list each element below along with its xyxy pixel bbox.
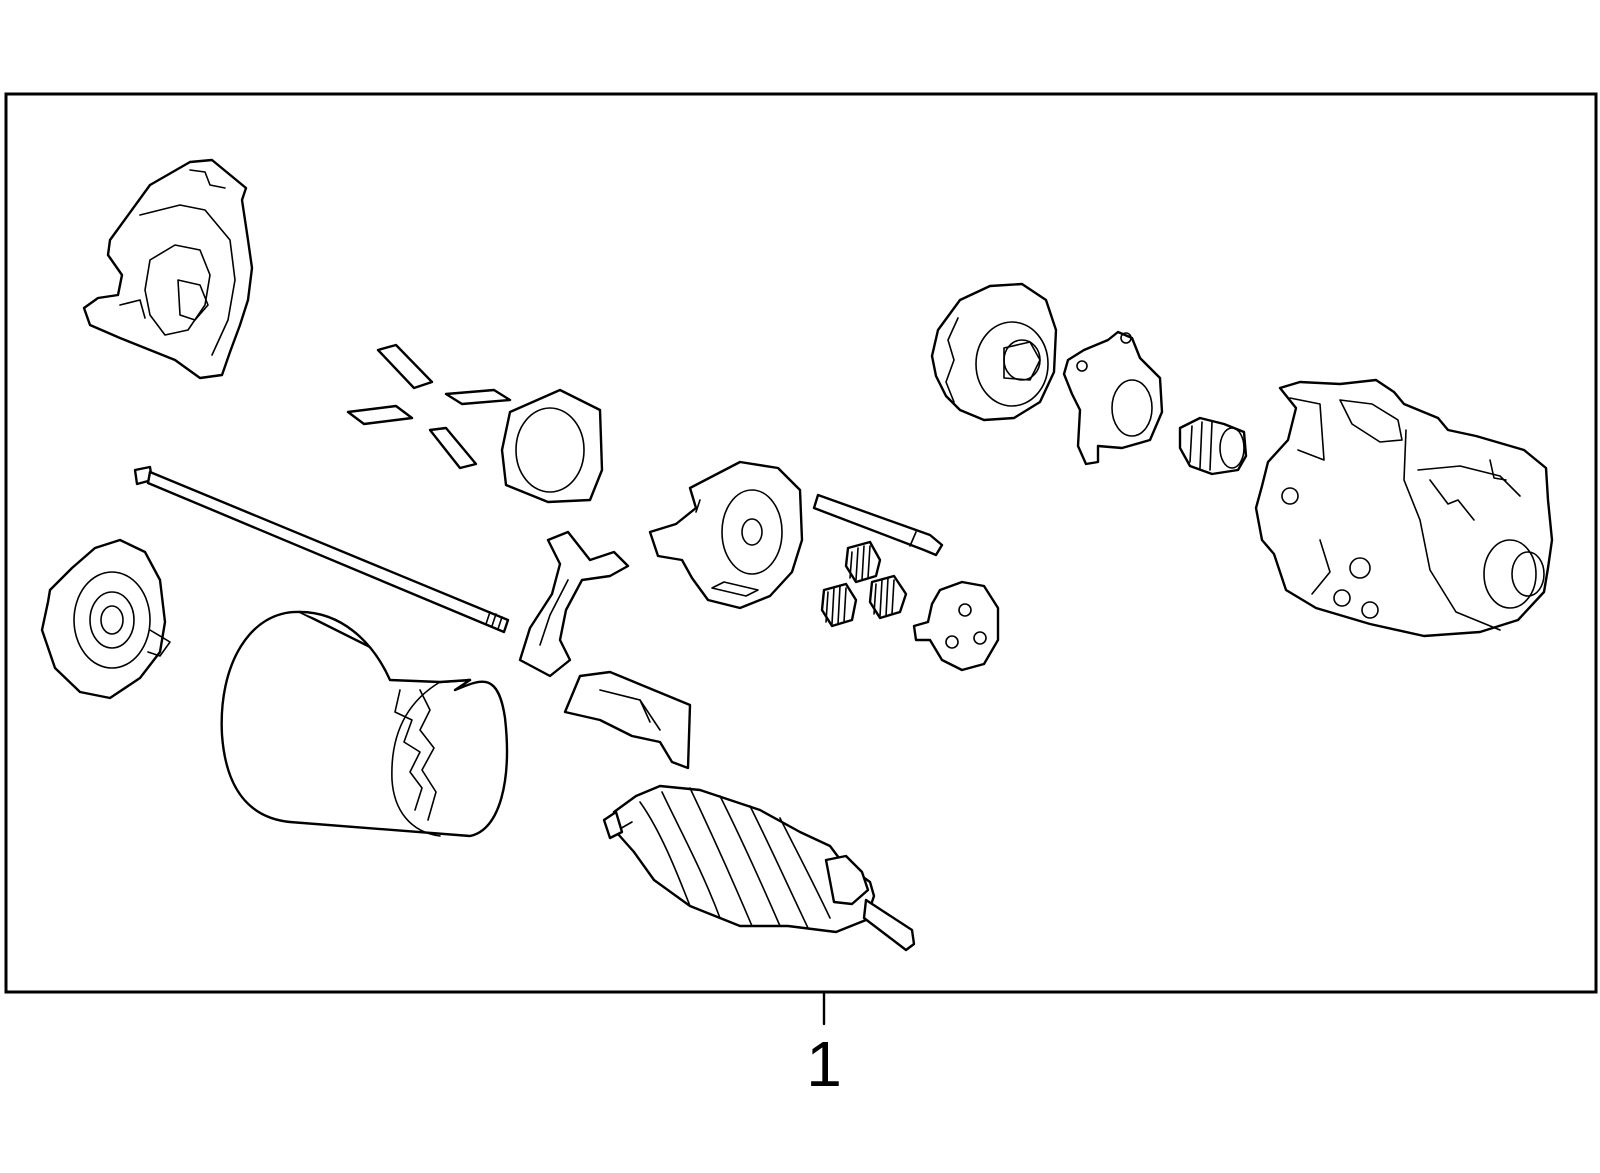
brush-set	[348, 345, 510, 468]
diagram-frame	[6, 94, 1596, 992]
solenoid-switch	[84, 160, 252, 378]
rear-end-cover	[42, 540, 170, 698]
yoke-field-frame	[222, 612, 507, 836]
armature	[604, 786, 914, 950]
starter-front-housing	[1256, 380, 1552, 636]
brush-plate-gasket	[502, 390, 602, 502]
front-bearing-plate	[932, 284, 1056, 420]
overrunning-clutch	[1064, 332, 1162, 464]
callout-number: 1	[806, 1028, 842, 1100]
pinion-gear	[1180, 418, 1246, 474]
gear-carrier-disc	[914, 582, 998, 670]
planet-gear	[846, 542, 880, 582]
planetary-gears	[822, 542, 906, 626]
planet-gear	[870, 576, 906, 618]
brush-holder-bracket	[520, 532, 628, 676]
planet-gear	[822, 584, 856, 626]
callout-1: 1	[806, 994, 842, 1100]
plunger-shaft	[814, 495, 942, 555]
plate-insulator	[565, 672, 690, 768]
through-bolt	[135, 467, 508, 632]
center-bracket	[650, 462, 802, 608]
